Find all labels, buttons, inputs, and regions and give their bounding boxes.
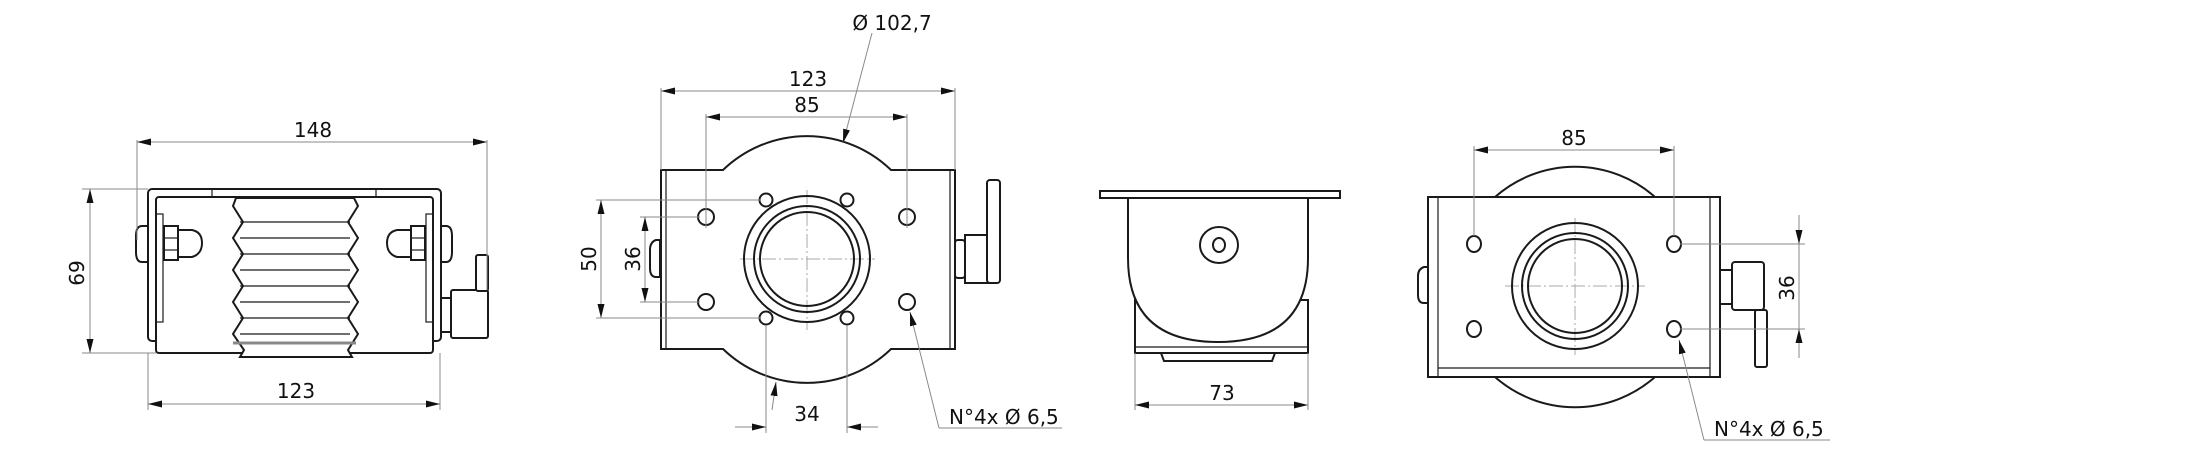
- dim-side-width: 73: [1209, 381, 1234, 405]
- brake-lever[interactable]: [440, 254, 489, 339]
- brake-lever[interactable]: [954, 179, 1001, 284]
- dimensions: 148 69 123: [65, 118, 488, 410]
- dim-hole-spacing-x: 85: [794, 93, 819, 117]
- dimensions: 85 36 N°4x Ø 6,5: [1473, 126, 1830, 441]
- side-view: 73: [1099, 190, 1341, 410]
- dim-height: 69: [65, 260, 89, 285]
- dim-diameter: Ø 102,7: [852, 11, 931, 35]
- dimensions: 73: [1134, 353, 1309, 410]
- dim-plate-width: 123: [789, 67, 827, 91]
- hole-note: N°4x Ø 6,5: [949, 405, 1059, 429]
- dim-inner-hole-spacing: 34: [794, 402, 819, 426]
- left-bolt: [135, 225, 204, 263]
- dim-width-body: 123: [277, 379, 315, 403]
- bellows: [231, 197, 360, 358]
- dim-width-overall: 148: [294, 118, 332, 142]
- right-bolt: [385, 225, 453, 263]
- dim-bottom-hole-spacing-x: 85: [1561, 126, 1586, 150]
- bottom-view: 85 36 N°4x Ø 6,5: [1417, 126, 1830, 441]
- bottom-hole-note: N°4x Ø 6,5: [1714, 417, 1824, 441]
- brake-lever[interactable]: [1719, 261, 1768, 368]
- dim-hole-spacing-y-inner: 36: [621, 246, 645, 271]
- front-view: 148 69 123: [65, 118, 489, 410]
- dim-bottom-hole-spacing-y: 36: [1775, 275, 1799, 300]
- dimensions: 123 85 Ø 102,7 50 36 34 N°4x Ø 6,5: [577, 11, 1062, 433]
- top-view: 123 85 Ø 102,7 50 36 34 N°4x Ø 6,5: [577, 11, 1062, 433]
- dim-hole-spacing-y-outer: 50: [577, 246, 601, 271]
